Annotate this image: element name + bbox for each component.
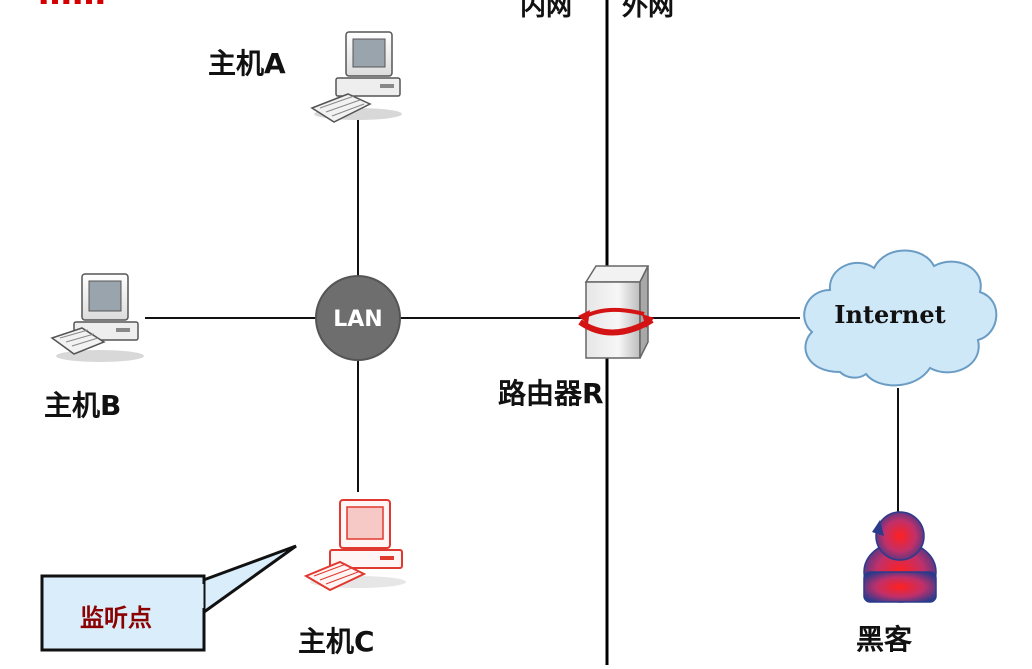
title-fragment: …… bbox=[38, 0, 106, 13]
hacker-label: 黑客 bbox=[856, 623, 913, 656]
host-a-computer-icon bbox=[310, 31, 402, 123]
router-label: 路由器R bbox=[498, 377, 604, 410]
host-b-label: 主机B bbox=[44, 389, 122, 422]
lan-label: LAN bbox=[333, 307, 382, 332]
monitor-point-callout bbox=[40, 544, 297, 652]
lan-node bbox=[315, 275, 401, 361]
host-c-label: 主机C bbox=[298, 625, 375, 658]
internet-label: Internet bbox=[834, 300, 945, 329]
outer-network-label: 外网 bbox=[622, 0, 675, 22]
router-icon bbox=[578, 265, 654, 359]
internet-cloud-icon bbox=[803, 249, 998, 387]
host-b-computer-icon bbox=[50, 273, 144, 362]
monitor-point-label: 监听点 bbox=[80, 604, 152, 632]
inner-network-label: 内网 bbox=[520, 0, 573, 22]
hacker-person-icon bbox=[863, 511, 937, 603]
host-c-computer-icon bbox=[303, 499, 406, 592]
host-a-label: 主机A bbox=[208, 47, 286, 80]
